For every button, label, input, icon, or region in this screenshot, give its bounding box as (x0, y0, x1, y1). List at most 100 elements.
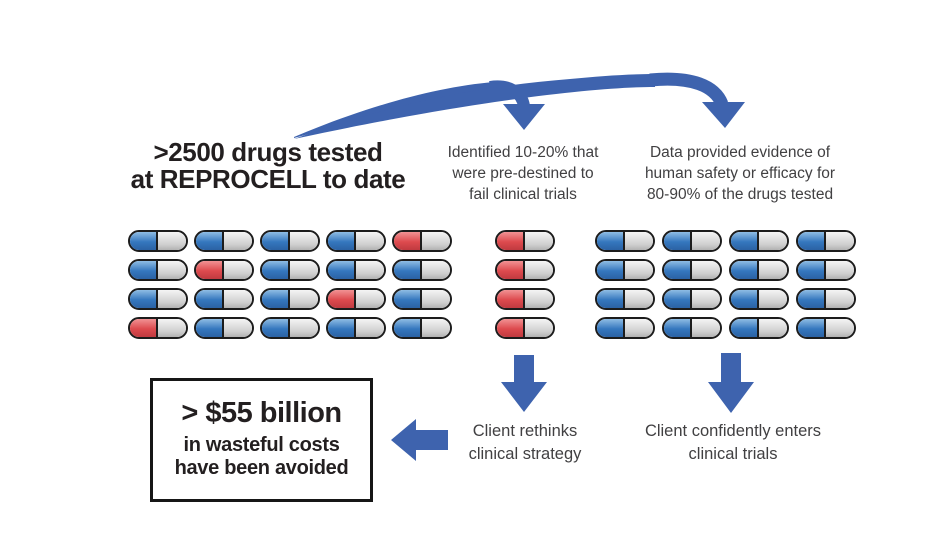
pill-gray-half (625, 290, 653, 308)
pill-gray-half (422, 290, 450, 308)
pill-column-failed (495, 230, 555, 339)
pill-red-half (497, 290, 525, 308)
pill-blue-half (262, 232, 290, 250)
pill-blue (729, 259, 789, 281)
pill-gray-half (826, 290, 854, 308)
caption-failed-line3: fail clinical trials (469, 186, 577, 203)
pill-gray-half (625, 232, 653, 250)
pill-gray-half (525, 261, 553, 279)
outcome-confident-line1: Client confidently enters (644, 422, 822, 440)
outcome-rethink: Client rethinks clinical strategy (420, 420, 630, 465)
pill-gray-half (224, 319, 252, 337)
pill-blue-half (798, 319, 826, 337)
pill-blue-half (664, 261, 692, 279)
pill-red-half (196, 261, 224, 279)
pill-gray-half (224, 232, 252, 250)
pill-blue (128, 259, 188, 281)
headline-line1: >2500 drugs tested (153, 137, 383, 167)
pill-gray-half (356, 319, 384, 337)
pill-blue-half (664, 319, 692, 337)
headline-line2: at REPROCELL to date (130, 164, 406, 194)
pill-blue-half (196, 319, 224, 337)
pill-blue-half (394, 319, 422, 337)
pill-blue (260, 230, 320, 252)
pill-blue (392, 259, 452, 281)
pill-blue (194, 317, 254, 339)
caption-safe-line2: human safety or efficacy for (644, 165, 836, 182)
pill-gray-half (422, 261, 450, 279)
pill-gray-half (759, 261, 787, 279)
pill-blue (595, 288, 655, 310)
pill-blue (128, 230, 188, 252)
pill-red-half (394, 232, 422, 250)
pill-gray-half (224, 261, 252, 279)
pill-blue (326, 317, 386, 339)
pill-red-half (497, 319, 525, 337)
pill-gray-half (356, 232, 384, 250)
pill-blue (595, 317, 655, 339)
pill-blue-half (196, 232, 224, 250)
caption-failed-line2: were pre-destined to (452, 165, 594, 182)
pill-blue (194, 288, 254, 310)
pill-gray-half (759, 319, 787, 337)
pill-blue-half (731, 261, 759, 279)
pill-gray-half (692, 290, 720, 308)
pill-red (128, 317, 188, 339)
pill-red-half (497, 261, 525, 279)
pill-gray-half (625, 319, 653, 337)
pill-blue (260, 259, 320, 281)
pill-blue (260, 317, 320, 339)
pill-red-half (497, 232, 525, 250)
pill-blue (595, 230, 655, 252)
pill-blue-half (196, 290, 224, 308)
pill-gray-half (290, 290, 318, 308)
curved-arrow-to-failed-drugs (294, 80, 545, 138)
pill-red (326, 288, 386, 310)
pill-gray-half (826, 319, 854, 337)
pill-blue-half (731, 319, 759, 337)
pill-blue-half (597, 232, 625, 250)
pill-blue (796, 288, 856, 310)
pill-gray-half (692, 261, 720, 279)
pill-gray-half (692, 319, 720, 337)
pill-gray-half (625, 261, 653, 279)
summary-line2: in wasteful costs (183, 434, 340, 456)
summary-amount: > $55 billion (181, 397, 342, 429)
pill-blue (729, 230, 789, 252)
pill-gray-half (422, 319, 450, 337)
pill-blue (326, 259, 386, 281)
pill-gray-half (158, 290, 186, 308)
pill-gray-half (290, 232, 318, 250)
pill-blue (662, 288, 722, 310)
pill-blue-half (731, 232, 759, 250)
pill-gray-half (525, 319, 553, 337)
pill-blue-half (664, 290, 692, 308)
pill-blue (796, 230, 856, 252)
pill-gray-half (525, 232, 553, 250)
pill-gray-half (826, 261, 854, 279)
pill-blue-half (798, 232, 826, 250)
pill-gray-half (224, 290, 252, 308)
outcome-confident: Client confidently enters clinical trial… (608, 420, 858, 465)
pill-blue (326, 230, 386, 252)
pill-blue-half (731, 290, 759, 308)
pill-gray-half (692, 232, 720, 250)
pill-blue-half (664, 232, 692, 250)
pill-blue-half (798, 290, 826, 308)
pill-gray-half (158, 261, 186, 279)
pill-red-half (328, 290, 356, 308)
pill-blue-half (262, 319, 290, 337)
pill-red (194, 259, 254, 281)
pill-gray-half (759, 290, 787, 308)
pill-gray-half (356, 290, 384, 308)
pill-gray-half (290, 319, 318, 337)
pill-blue-half (328, 232, 356, 250)
pill-blue-half (328, 319, 356, 337)
pill-blue (392, 288, 452, 310)
pill-blue-half (394, 261, 422, 279)
pill-gray-half (158, 319, 186, 337)
pill-grid-tested (128, 230, 452, 339)
pill-red (495, 317, 555, 339)
headline: >2500 drugs tested at REPROCELL to date (118, 139, 418, 193)
